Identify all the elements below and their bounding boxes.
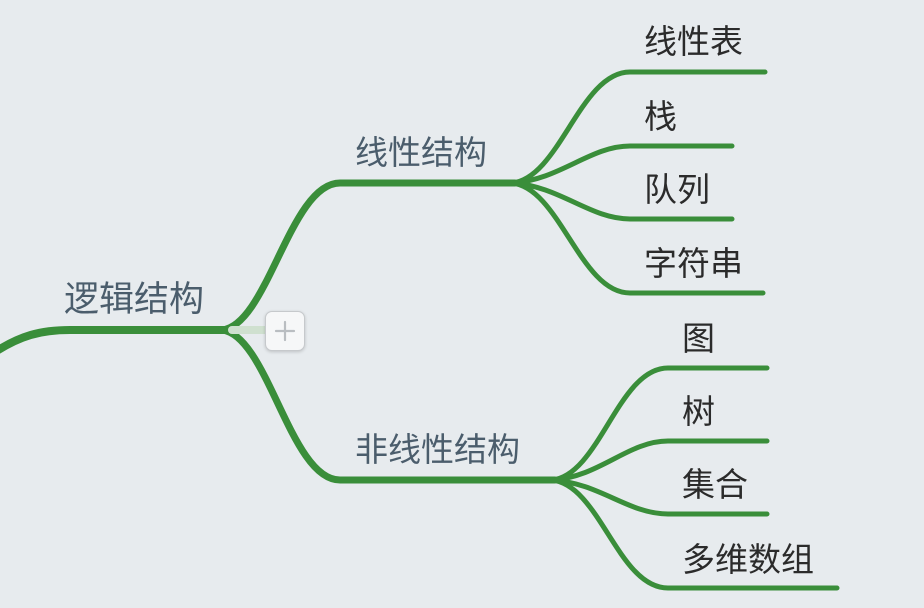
plus-icon [274,320,296,342]
branch-leaf-1-1 [549,438,770,483]
leaf-set[interactable]: 集合 [682,465,748,504]
leaf-tree[interactable]: 树 [682,392,715,431]
branch-leaf-1-3 [549,477,840,591]
branch-leaf-0-2 [509,180,735,222]
branch-linear [218,179,519,334]
leaf-stack[interactable]: 栈 [644,97,677,136]
leaf-string[interactable]: 字符串 [644,244,743,283]
root-node-label[interactable]: 逻辑结构 [64,280,205,320]
node-linear-structure[interactable]: 线性结构 [355,133,487,172]
branch-nonlinear [218,326,559,484]
leaf-multidim-array[interactable]: 多维数组 [682,540,814,579]
branch-leaf-1-2 [549,477,770,517]
leaf-linear-list[interactable]: 线性表 [644,22,743,61]
branch-leaf-1-0 [549,365,770,483]
branch-leaf-0-1 [509,143,735,186]
leaf-graph[interactable]: 图 [682,319,715,358]
branch-leaf-0-3 [509,180,766,296]
leaf-queue[interactable]: 队列 [644,170,710,209]
expand-toggle-button[interactable] [265,311,305,351]
root-branch [0,326,232,354]
node-nonlinear-structure[interactable]: 非线性结构 [355,430,520,469]
branch-leaf-0-0 [509,69,768,186]
